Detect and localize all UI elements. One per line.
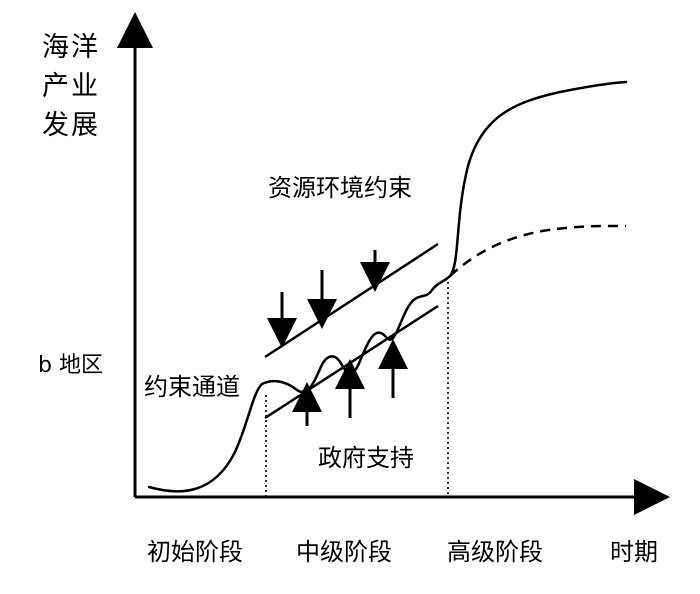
government-support-label: 政府支持 <box>318 444 414 472</box>
development-main-curve <box>147 80 628 493</box>
y-axis-title: 海洋产业发展 <box>42 32 100 141</box>
development-dashed-path <box>449 224 627 277</box>
stage-advanced-label: 高级阶段 <box>447 538 543 566</box>
resource-constraint-label: 资源环境约束 <box>268 174 412 202</box>
x-axis-title: 时期 <box>610 538 658 566</box>
constraint-channel-label: 约束通道 <box>144 373 240 401</box>
region-label: b 地区 <box>38 353 103 378</box>
stage-middle-label: 中级阶段 <box>296 538 392 566</box>
stage-initial-label: 初始阶段 <box>147 538 243 566</box>
